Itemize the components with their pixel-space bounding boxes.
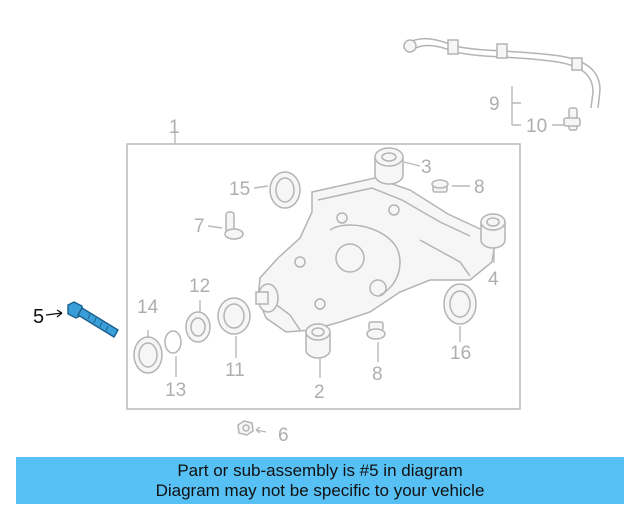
callout-1: 1 (169, 117, 180, 138)
differential-housing (257, 177, 497, 333)
parts-diagram: 1 2 3 4 5 6 7 8 8 9 10 11 12 13 14 15 16 (33, 37, 601, 446)
input-flange (255, 283, 279, 313)
callout-7: 7 (194, 216, 205, 237)
callout-14: 14 (137, 297, 159, 318)
vent-fitting (563, 107, 581, 131)
banner-line-1: Part or sub-assembly is #5 in diagram (177, 460, 463, 480)
plug-lower (366, 321, 386, 340)
plug-upper (431, 179, 449, 193)
callout-8-lower: 8 (372, 364, 383, 385)
callout-5[interactable]: 5 (33, 306, 44, 328)
callout-4: 4 (488, 269, 499, 290)
bolt-part-5[interactable] (67, 301, 119, 338)
callout-13: 13 (165, 380, 186, 401)
pin-part-7 (224, 211, 244, 240)
callout-6: 6 (278, 425, 289, 446)
callout-15: 15 (229, 179, 250, 200)
callout-16: 16 (450, 343, 471, 364)
seal-part-16 (443, 283, 477, 325)
seal-part-15 (269, 171, 301, 209)
nut-part-6 (237, 420, 254, 436)
info-banner: Part or sub-assembly is #5 in diagram Di… (16, 457, 624, 504)
seal-part-11 (217, 297, 251, 335)
assembly-frame (126, 143, 521, 410)
bushing-right (480, 213, 506, 249)
callout-9: 9 (489, 94, 500, 115)
callout-3: 3 (421, 157, 432, 178)
callout-8-upper: 8 (474, 177, 485, 198)
ring-part-13 (164, 330, 182, 354)
ring-part-12 (185, 311, 211, 343)
callout-10: 10 (526, 116, 547, 137)
bushing-upper (374, 147, 404, 185)
callout-11: 11 (225, 360, 245, 381)
vent-hose (403, 37, 601, 109)
banner-line-2: Diagram may not be specific to your vehi… (155, 480, 485, 500)
bushing-lower (305, 323, 331, 359)
callout-2: 2 (314, 382, 325, 403)
callout-12: 12 (189, 276, 210, 297)
seal-part-14 (133, 336, 163, 374)
